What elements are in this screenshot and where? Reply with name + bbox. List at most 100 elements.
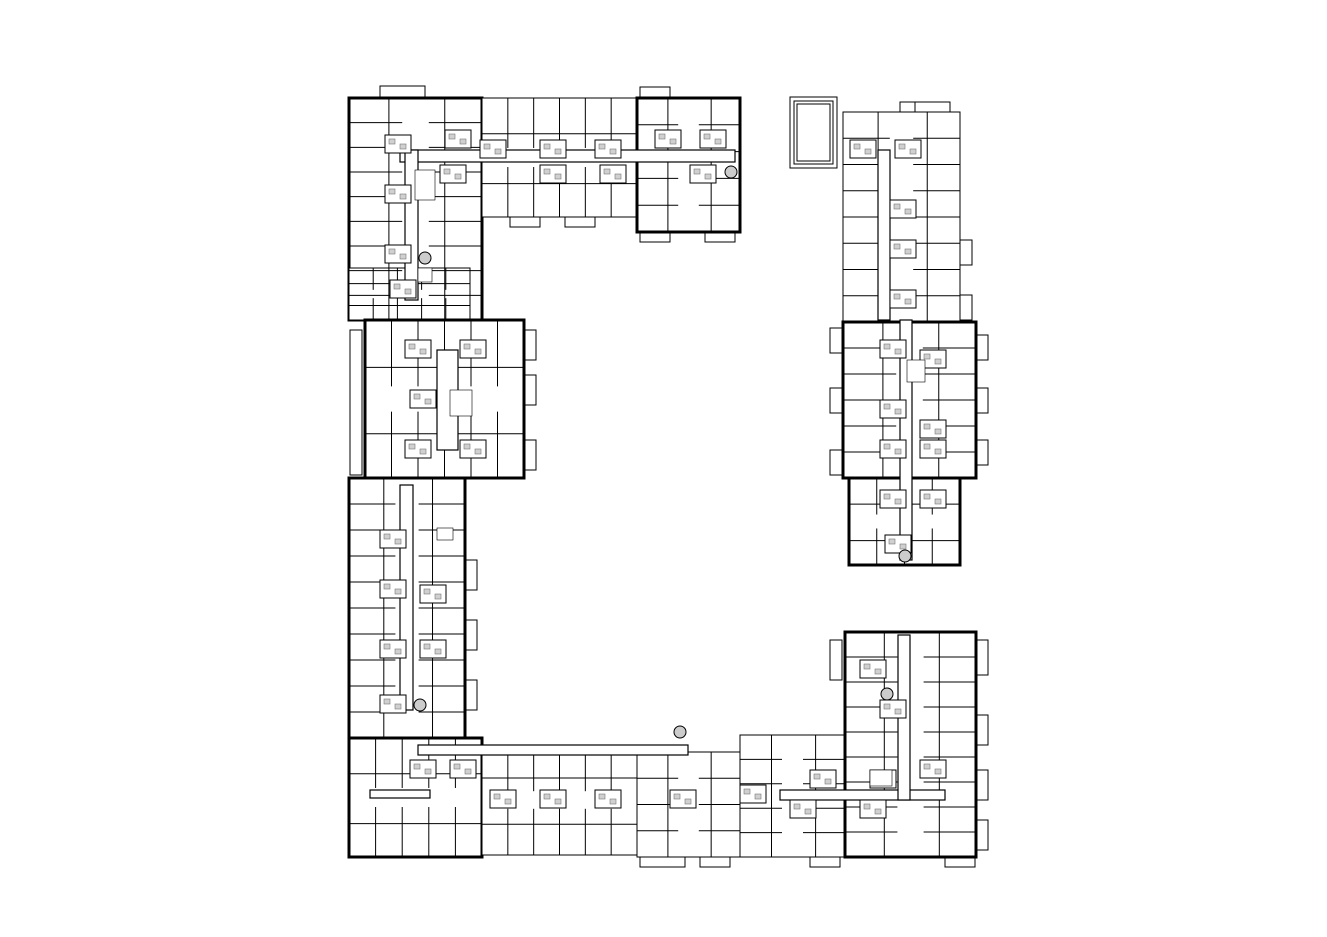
kitchen-fixture xyxy=(494,148,502,155)
kitchen-fixture xyxy=(904,298,912,305)
balcony xyxy=(523,439,537,471)
balcony xyxy=(829,639,843,681)
kitchen-fixture xyxy=(394,588,402,595)
kitchen-fixture xyxy=(454,173,462,180)
bath-fixture xyxy=(888,538,896,545)
bath-fixture xyxy=(923,763,931,770)
bath-fixture xyxy=(443,168,451,175)
bath-fixture xyxy=(448,133,456,140)
bath-fixture xyxy=(493,793,501,800)
kitchen-fixture xyxy=(464,768,472,775)
kitchen-fixture xyxy=(554,798,562,805)
bath-fixture xyxy=(463,343,471,350)
corridor xyxy=(877,149,891,321)
bath-fixture xyxy=(393,283,401,290)
kitchen-fixture xyxy=(824,778,832,785)
bath-fixture xyxy=(793,803,801,810)
kitchen-fixture xyxy=(424,768,432,775)
bath-fixture xyxy=(383,583,391,590)
bath-fixture xyxy=(883,343,891,350)
kitchen-fixture xyxy=(434,593,442,600)
balcony xyxy=(464,559,478,591)
balcony xyxy=(975,439,989,466)
kitchen-fixture xyxy=(554,173,562,180)
bath-fixture xyxy=(863,663,871,670)
kitchen-fixture xyxy=(419,348,427,355)
spiral-stair-icon xyxy=(880,687,894,701)
balcony xyxy=(699,856,731,868)
kitchen-fixture xyxy=(904,208,912,215)
kitchen-fixture xyxy=(394,648,402,655)
spiral-stair-icon xyxy=(724,165,738,179)
kitchen-fixture xyxy=(474,348,482,355)
balcony xyxy=(975,819,989,851)
spiral-stair-icon xyxy=(673,725,687,739)
kitchen-fixture xyxy=(394,703,402,710)
balcony xyxy=(809,856,841,868)
kitchen-fixture xyxy=(669,138,677,145)
building-block xyxy=(635,96,742,234)
stair-icon xyxy=(414,169,436,201)
kitchen-fixture xyxy=(609,798,617,805)
bath-fixture xyxy=(883,703,891,710)
rooftop-square xyxy=(789,96,838,169)
balcony xyxy=(639,856,686,868)
bath-fixture xyxy=(703,133,711,140)
kitchen-fixture xyxy=(474,448,482,455)
balcony xyxy=(509,216,541,228)
bath-fixture xyxy=(923,423,931,430)
bath-fixture xyxy=(543,143,551,150)
bath-fixture xyxy=(863,803,871,810)
spiral-stair-icon xyxy=(898,549,912,563)
kitchen-fixture xyxy=(394,538,402,545)
stair-icon xyxy=(449,389,473,417)
corridor xyxy=(369,789,431,799)
bath-fixture xyxy=(658,133,666,140)
kitchen-fixture xyxy=(894,498,902,505)
bath-fixture xyxy=(543,793,551,800)
kitchen-fixture xyxy=(399,143,407,150)
bath-fixture xyxy=(813,773,821,780)
bath-fixture xyxy=(743,788,751,795)
bath-fixture xyxy=(693,168,701,175)
kitchen-fixture xyxy=(504,798,512,805)
balcony xyxy=(959,239,973,266)
kitchen-fixture xyxy=(864,148,872,155)
kitchen-fixture xyxy=(904,248,912,255)
bath-fixture xyxy=(383,698,391,705)
kitchen-fixture xyxy=(399,253,407,260)
balcony xyxy=(829,327,843,354)
balcony xyxy=(523,329,537,361)
kitchen-fixture xyxy=(894,348,902,355)
bath-fixture xyxy=(883,443,891,450)
bath-fixture xyxy=(383,533,391,540)
spiral-stair-icon xyxy=(413,698,427,712)
bath-fixture xyxy=(383,643,391,650)
kitchen-fixture xyxy=(424,398,432,405)
balcony xyxy=(829,387,843,414)
kitchen-fixture xyxy=(714,138,722,145)
balcony xyxy=(975,639,989,676)
bath-fixture xyxy=(543,168,551,175)
bath-fixture xyxy=(923,353,931,360)
balcony xyxy=(959,294,973,321)
kitchen-fixture xyxy=(684,798,692,805)
kitchen-fixture xyxy=(704,173,712,180)
balcony xyxy=(914,101,951,113)
balcony xyxy=(975,769,989,801)
corridor xyxy=(417,744,689,756)
balcony xyxy=(523,374,537,406)
kitchen-fixture xyxy=(614,173,622,180)
balcony xyxy=(975,387,989,414)
kitchen-fixture xyxy=(434,648,442,655)
bath-fixture xyxy=(923,443,931,450)
bath-fixture xyxy=(898,143,906,150)
bath-fixture xyxy=(408,343,416,350)
unit-cores xyxy=(379,129,947,819)
bath-fixture xyxy=(413,763,421,770)
kitchen-fixture xyxy=(934,768,942,775)
balcony xyxy=(639,86,671,99)
kitchen-fixture xyxy=(894,708,902,715)
kitchen-fixture xyxy=(874,668,882,675)
balcony xyxy=(464,679,478,711)
